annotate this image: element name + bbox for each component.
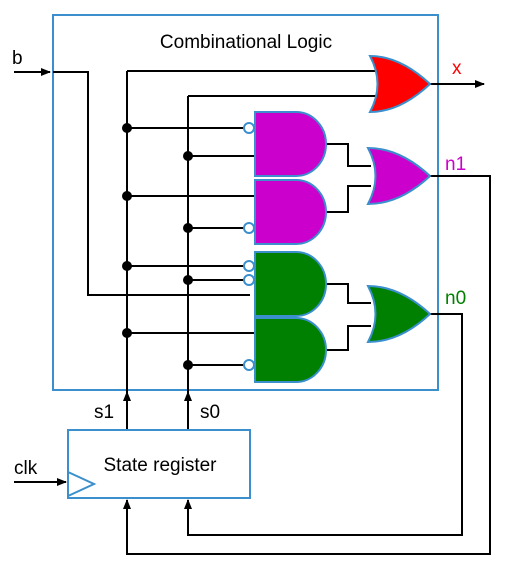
wires bbox=[14, 68, 491, 555]
and1-to-or-n1 bbox=[326, 143, 371, 167]
output-n1-label: n1 bbox=[445, 154, 466, 175]
junction-dot bbox=[183, 223, 193, 233]
inverter-bubbles bbox=[243, 122, 255, 371]
junction-dot bbox=[122, 123, 132, 133]
or-gate-n0 bbox=[366, 284, 432, 344]
and-gate-n0-bottom bbox=[254, 317, 327, 383]
b-internal-wire bbox=[53, 71, 250, 296]
diagram-title: Combinational Logic bbox=[160, 32, 332, 53]
inverter-bubble bbox=[243, 260, 255, 272]
junction-dot bbox=[183, 151, 193, 161]
and2-to-or-n1 bbox=[326, 185, 371, 213]
inverter-bubble bbox=[243, 222, 255, 234]
and4-to-or-n0 bbox=[326, 325, 371, 351]
state-s1-label: s1 bbox=[94, 402, 114, 423]
inverter-bubble bbox=[243, 359, 255, 371]
inverter-bubble bbox=[243, 122, 255, 134]
n1-feedback-wire bbox=[126, 175, 491, 555]
output-n0-label: n0 bbox=[445, 288, 466, 309]
junction-dot bbox=[122, 328, 132, 338]
clock-triangle bbox=[67, 471, 97, 497]
and-gate-n0-top bbox=[254, 251, 327, 317]
state-register-label: State register bbox=[104, 455, 218, 476]
inverter-bubble bbox=[243, 274, 255, 286]
input-clk-label: clk bbox=[14, 458, 38, 479]
output-x-label: x bbox=[452, 58, 462, 79]
combinational-logic-box bbox=[52, 14, 439, 391]
or-gate-n1 bbox=[366, 146, 432, 206]
junction-dot bbox=[183, 275, 193, 285]
junctions bbox=[122, 123, 193, 370]
state-s0-label: s0 bbox=[200, 402, 220, 423]
and3-to-or-n0 bbox=[326, 283, 371, 304]
state-register bbox=[67, 429, 251, 499]
input-b-label: b bbox=[12, 48, 23, 69]
and-gate-n1-top bbox=[254, 111, 327, 177]
n0-feedback-wire bbox=[187, 313, 463, 536]
junction-dot bbox=[183, 360, 193, 370]
and-gate-n1-bottom bbox=[254, 179, 327, 245]
or-gate-x bbox=[368, 54, 432, 114]
junction-dot bbox=[122, 261, 132, 271]
junction-dot bbox=[122, 191, 132, 201]
